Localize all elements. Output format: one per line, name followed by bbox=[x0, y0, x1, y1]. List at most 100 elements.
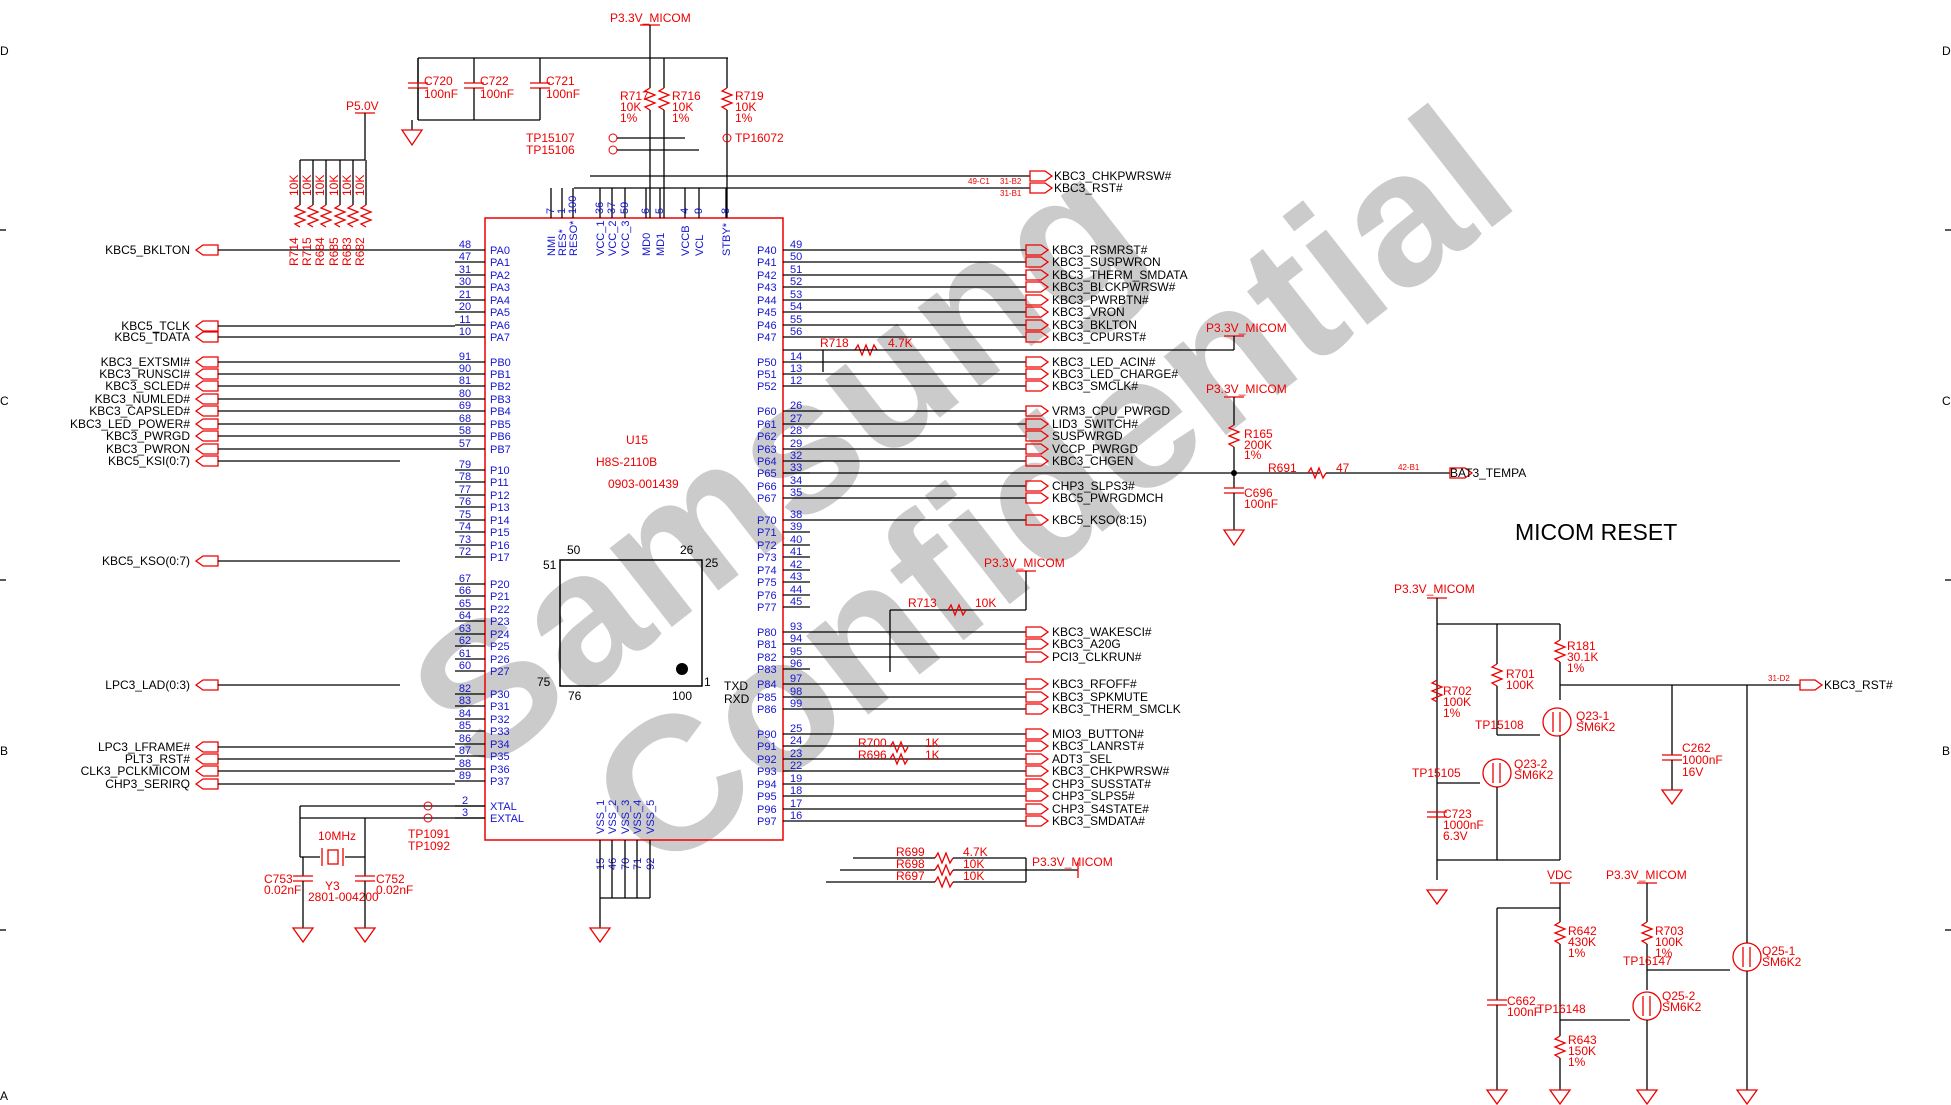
pin-num-left: 76 bbox=[459, 496, 471, 508]
r713-val: 10K bbox=[975, 596, 996, 610]
pin-name-top: VCCB bbox=[680, 225, 692, 256]
pin-num-top: 9 bbox=[693, 208, 705, 214]
power-label-p33-e: P3.3V_MICOM bbox=[1394, 582, 1475, 596]
res-tol: 1% bbox=[620, 111, 638, 125]
tp1092-label: TP1092 bbox=[408, 839, 450, 853]
pullup-ref: R685 bbox=[327, 237, 341, 266]
pin-num-left: 88 bbox=[459, 758, 471, 770]
pin-name-right: P66 bbox=[757, 481, 777, 493]
net-label-right: CHP3_SUSSTAT# bbox=[1052, 777, 1151, 791]
pin-name-right: P62 bbox=[757, 431, 777, 443]
pin-num-top: 100 bbox=[567, 196, 579, 214]
net-label-right: KBC3_BKLTON bbox=[1052, 318, 1137, 332]
net-label-right: KBC3_LED_CHARGE# bbox=[1052, 367, 1178, 381]
pkg-corner-1: 1 bbox=[704, 675, 711, 689]
net-label-right: CHP3_SLPS3# bbox=[1052, 479, 1135, 493]
net-label-right: LID3_SWITCH# bbox=[1052, 417, 1138, 431]
pin-name-left: PA7 bbox=[490, 332, 510, 344]
c753-val: 0.02nF bbox=[264, 883, 301, 897]
pin-name-left: P25 bbox=[490, 641, 510, 653]
pin-num-left: 82 bbox=[459, 683, 471, 695]
pin-name-top: VCL bbox=[694, 235, 706, 256]
chip-outline bbox=[484, 217, 784, 841]
pin-num-left: 2 bbox=[462, 795, 468, 807]
pin-name-left: EXTAL bbox=[490, 813, 524, 825]
pin-num-left: 73 bbox=[459, 534, 471, 546]
r181-tol: 1% bbox=[1567, 661, 1585, 675]
pin-num-right: 12 bbox=[790, 375, 802, 387]
pin-name-right: P77 bbox=[757, 602, 777, 614]
pin-num-left: 78 bbox=[459, 471, 471, 483]
pin-name-right: P63 bbox=[757, 444, 777, 456]
pin-name-right: P52 bbox=[757, 381, 777, 393]
net-label-left: CLK3_PCLKMICOM bbox=[81, 764, 190, 778]
pin-num-right: 99 bbox=[790, 698, 802, 710]
cap-ref: C720 bbox=[424, 74, 453, 88]
c262-ref: C262 bbox=[1682, 741, 1711, 755]
pin-name-right: P46 bbox=[757, 320, 777, 332]
crystal-freq: 10MHz bbox=[318, 829, 356, 843]
pin-name-right: P82 bbox=[757, 652, 777, 664]
pin-name-right: P65 bbox=[757, 468, 777, 480]
pin-name-right: P80 bbox=[757, 627, 777, 639]
pin-num-right: 29 bbox=[790, 438, 802, 450]
r643-tol: 1% bbox=[1568, 1055, 1586, 1069]
net-bat3-tempa: BAT3_TEMPA bbox=[1450, 466, 1526, 480]
pullup-val: 10K bbox=[300, 175, 314, 196]
r698-ref: R698 bbox=[896, 857, 925, 871]
c262-val: 1000nF bbox=[1682, 753, 1723, 767]
pkg-corner-51: 51 bbox=[543, 558, 557, 572]
power-label-p5: P5.0V bbox=[346, 99, 379, 113]
r699-val: 4.7K bbox=[963, 845, 988, 859]
net-label-right: ADT3_SEL bbox=[1052, 752, 1112, 766]
pin-num-left: 3 bbox=[462, 807, 468, 819]
pin-name-right: P41 bbox=[757, 257, 777, 269]
pin-name-left: PA1 bbox=[490, 257, 510, 269]
pullup-val: 10K bbox=[313, 175, 327, 196]
pin-name-right: P60 bbox=[757, 406, 777, 418]
pin-name-right: P50 bbox=[757, 357, 777, 369]
pin-num-left: 80 bbox=[459, 388, 471, 400]
pin-name-right: P73 bbox=[757, 552, 777, 564]
pin-name-left: PA6 bbox=[490, 320, 510, 332]
pin-name-left: PA5 bbox=[490, 307, 510, 319]
r642-ref: R642 bbox=[1568, 924, 1597, 938]
pin-name-left: PA0 bbox=[490, 245, 510, 257]
q252-part: SM6K2 bbox=[1662, 1000, 1702, 1014]
pin-num-bottom: 92 bbox=[645, 858, 657, 870]
pin-num-left: 87 bbox=[459, 745, 471, 757]
pin-num-left: 10 bbox=[459, 326, 471, 338]
pin-num-left: 90 bbox=[459, 363, 471, 375]
pin-name-right: P93 bbox=[757, 766, 777, 778]
pin-name-left: P14 bbox=[490, 515, 510, 527]
pin-name-right: P43 bbox=[757, 282, 777, 294]
pin-num-bottom: 71 bbox=[632, 858, 644, 870]
pin-num-top: 59 bbox=[619, 202, 631, 214]
tp15108-label: TP15108 bbox=[1475, 718, 1524, 732]
r696-val: 1K bbox=[925, 748, 940, 762]
pin-name-left: PB7 bbox=[490, 444, 511, 456]
r698-val: 10K bbox=[963, 857, 984, 871]
pullup-val: 10K bbox=[327, 175, 341, 196]
pin-num-right: 33 bbox=[790, 462, 802, 474]
pin-num-left: 31 bbox=[459, 264, 471, 276]
r696-ref: R696 bbox=[858, 748, 887, 762]
chip-part: H8S-2110B bbox=[596, 455, 657, 469]
pin-num-right: 93 bbox=[790, 621, 802, 633]
net-label-left: KBC3_NUMLED# bbox=[95, 392, 191, 406]
pin-num-right: 96 bbox=[790, 658, 802, 670]
r718-val: 4.7K bbox=[888, 336, 913, 350]
pin-name-right: P85 bbox=[757, 692, 777, 704]
pin-name-left: P20 bbox=[490, 579, 510, 591]
net-kbc3-rst-top: KBC3_RST# bbox=[1054, 181, 1123, 195]
net-label-right: CHP3_S4STATE# bbox=[1052, 802, 1149, 816]
pullup-val: 10K bbox=[353, 175, 367, 196]
net-label-right: KBC3_LANRST# bbox=[1052, 739, 1144, 753]
r700-ref: R700 bbox=[858, 736, 887, 750]
pin-name-right: P75 bbox=[757, 577, 777, 589]
cap-val: 100nF bbox=[546, 87, 580, 101]
net-label-right: KBC3_CHGEN bbox=[1052, 454, 1133, 468]
pin-name-top: VCC_1 bbox=[595, 221, 607, 256]
cap-val: 100nF bbox=[480, 87, 514, 101]
q251-part: SM6K2 bbox=[1762, 955, 1802, 969]
